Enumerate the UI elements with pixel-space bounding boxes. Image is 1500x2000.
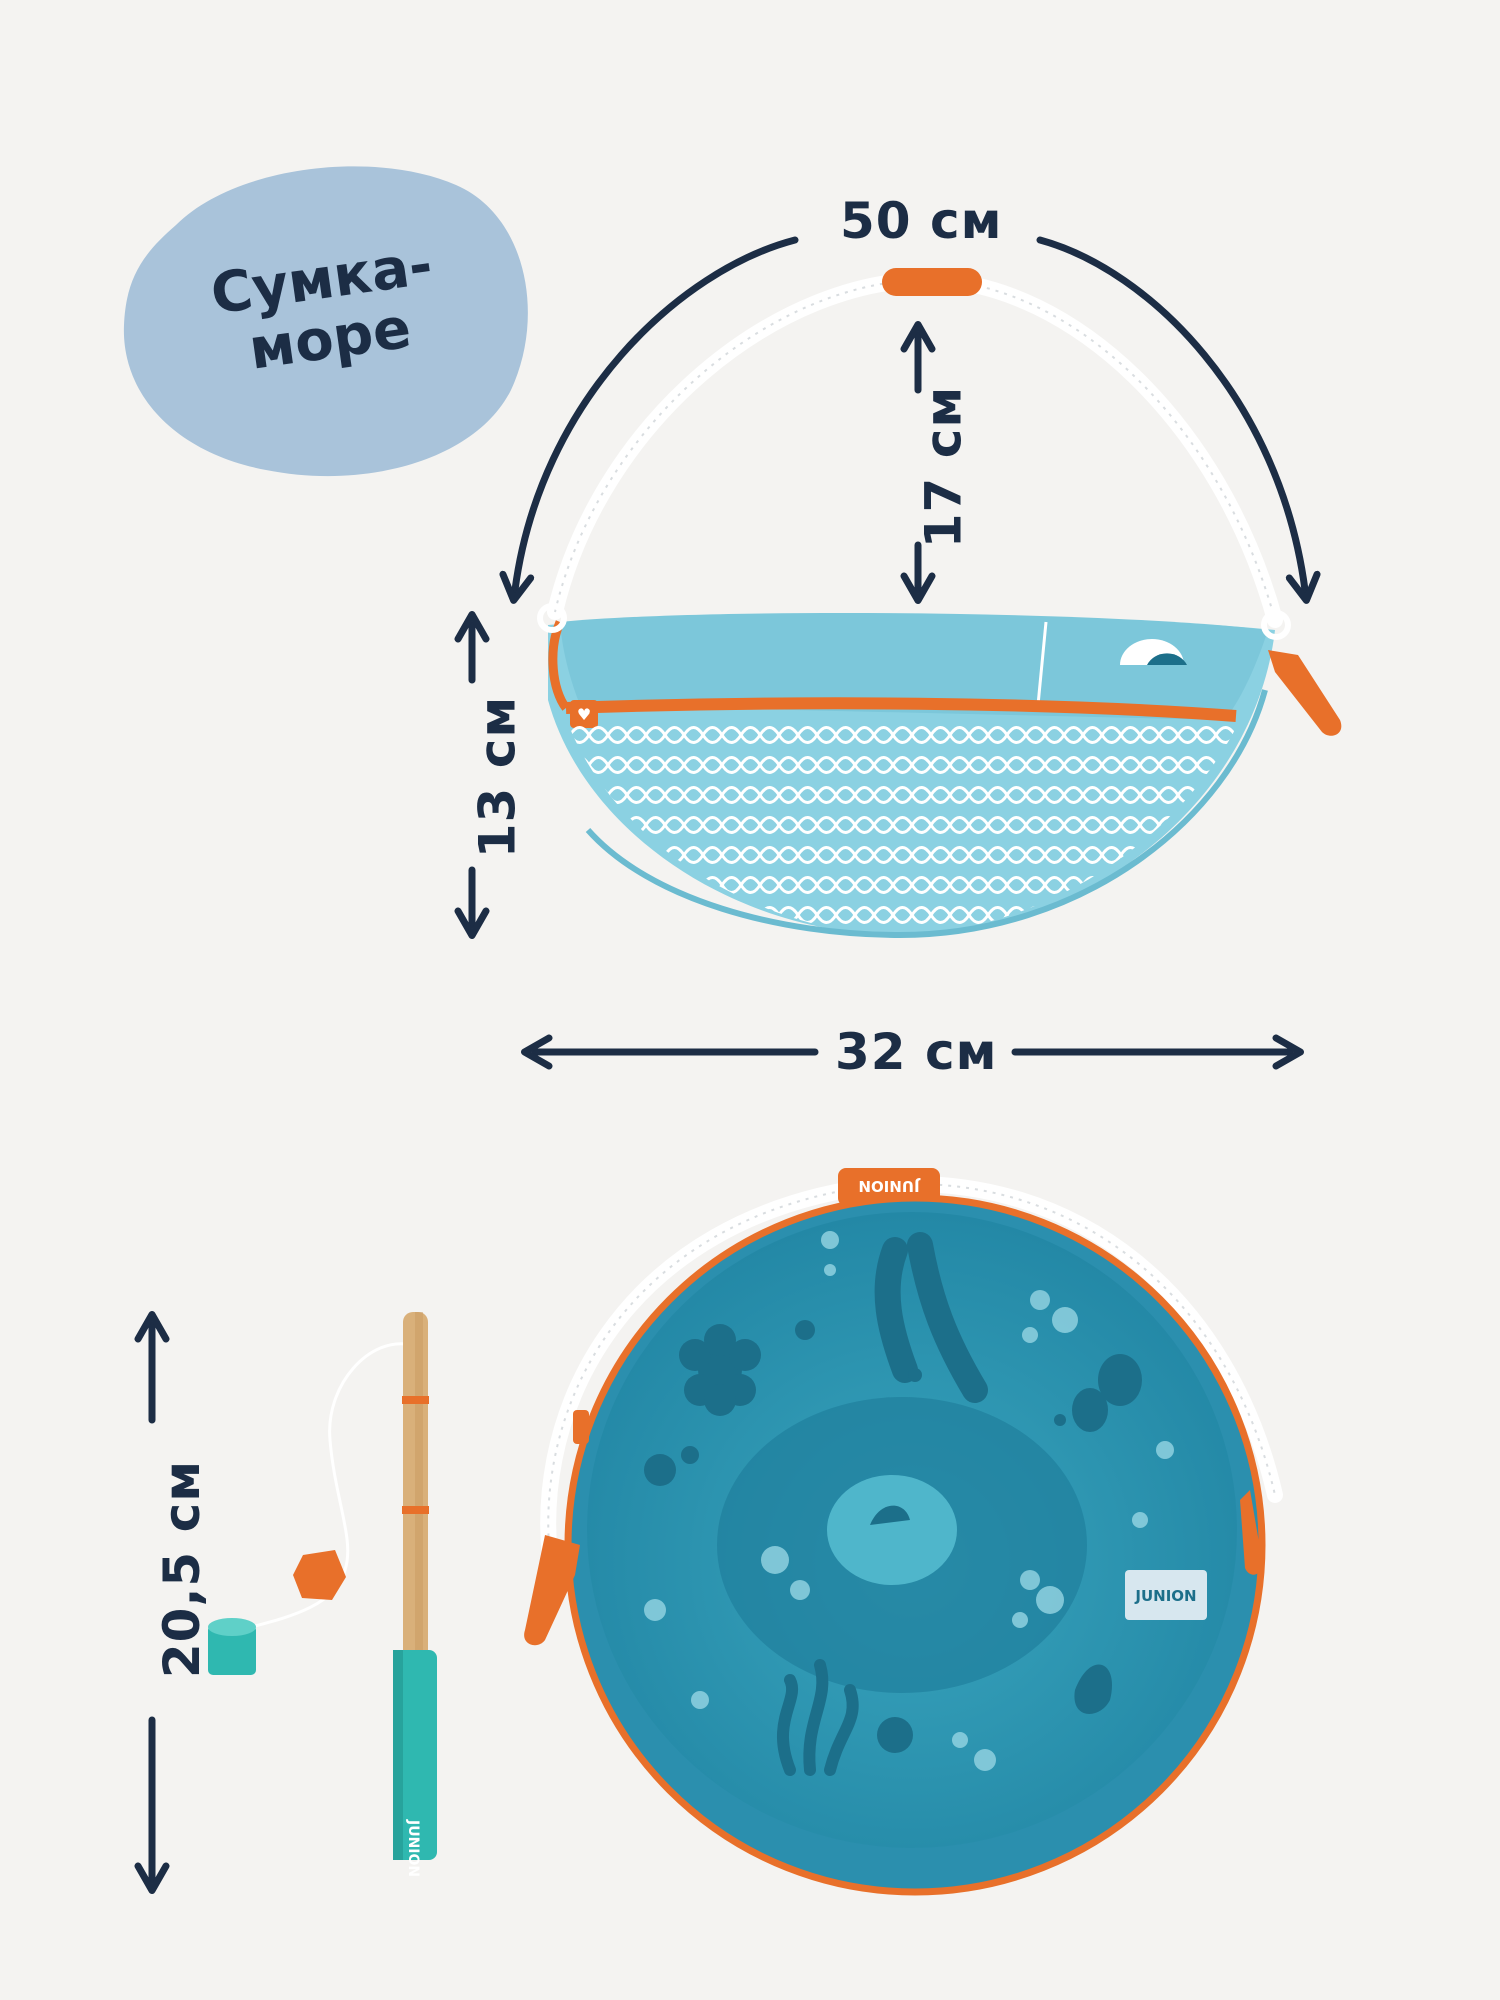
bag-width-label: 32 см [835, 1023, 998, 1081]
shell-motif [1074, 1664, 1112, 1714]
strap-height-label: 17 см [914, 385, 973, 549]
title-blob [123, 166, 528, 477]
inner-brand-label [1125, 1570, 1207, 1620]
seaweed-top [874, 1232, 988, 1403]
strap-length-arrow-right [1036, 236, 1321, 604]
strap-length-arrow-left [499, 236, 799, 604]
rod-handle-brand: JUNION [405, 1819, 421, 1877]
bag-zipper [565, 697, 1237, 722]
coral-flower [679, 1324, 761, 1416]
bag-height-label: 13 см [468, 695, 527, 859]
rod-length-label: 20,5 см [153, 1459, 212, 1679]
rod-magnet [208, 1625, 256, 1675]
top-brand-tag-text: JUNION [858, 1177, 920, 1195]
seaweed-bottom [776, 1659, 859, 1776]
bubbles [644, 1231, 1174, 1771]
rod-handle [393, 1650, 437, 1860]
fishing-rod: JUNION [208, 1312, 437, 1877]
bag-side-view: ♥ [537, 268, 1342, 939]
inner-brand-label-text: JUNION [1134, 1587, 1196, 1605]
strap-slider [882, 268, 982, 296]
strap-length-label: 50 см [840, 192, 1003, 250]
zipper-pull [1268, 650, 1342, 736]
rod-bead [293, 1550, 346, 1600]
bag-open-view: JUNION [524, 1168, 1283, 1896]
rod-string [239, 1342, 413, 1632]
